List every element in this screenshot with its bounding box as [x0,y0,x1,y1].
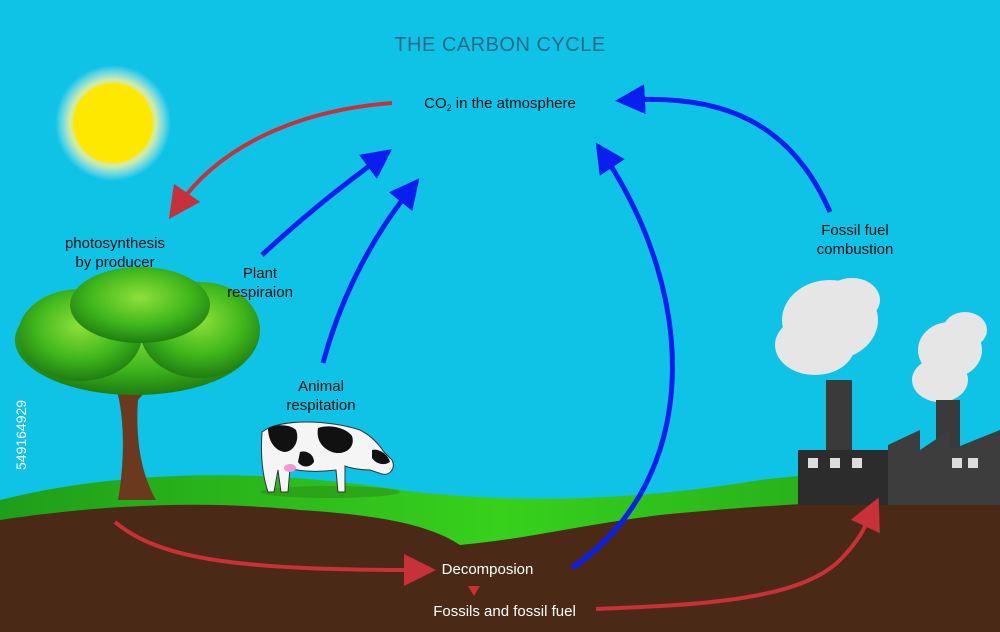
cow-icon [260,421,400,498]
label-co2-atmosphere: CO2 in the atmosphere [395,94,605,118]
tree-icon [15,267,260,500]
arrow-plant-respiration [260,149,393,257]
fossil-comb-line1: Fossil fuel [821,222,889,239]
plant-resp-line1: Plant [242,265,278,282]
label-animal-respiration: Animal respitation [266,377,376,415]
arrow-combustion-to-atmosphere [615,84,833,213]
arrow-atmosphere-to-photosynthesis [168,101,393,220]
watermark: 549164929 [13,400,29,470]
arrow-fossils-to-factory [595,497,880,611]
photosynthesis-line1: photosynthesis [64,235,166,252]
animal-resp-line1: Animal [298,378,344,395]
plant-resp-line2: respiraion [227,284,293,301]
label-fossil-fuel-combustion: Fossil fuel combustion [790,221,920,259]
co2-main: CO [424,95,447,112]
photosynthesis-line2: by producer [75,254,155,271]
co2-subscript: 2 [446,103,452,113]
arrow-decomposition-to-atmosphere [570,142,675,571]
label-plant-respiration: Plant respiraion [210,264,310,302]
label-decomposition: Decomposion [441,561,534,578]
fossil-comb-line2: combustion [816,241,894,258]
diagram-title: THE CARBON CYCLE [394,34,606,56]
arrow-ground-to-decomposition [113,520,436,586]
arrow-decomposition-to-fossils [468,586,480,596]
sun-core [73,83,153,163]
factory-icon [775,278,1000,505]
label-photosynthesis: photosynthesis by producer [45,234,185,272]
animal-resp-line2: respitation [286,397,356,414]
co2-rest: in the atmosphere [451,95,576,112]
ground [0,499,1000,632]
label-fossils: Fossils and fossil fuel [433,603,576,620]
arrow-animal-respiration [320,178,420,364]
